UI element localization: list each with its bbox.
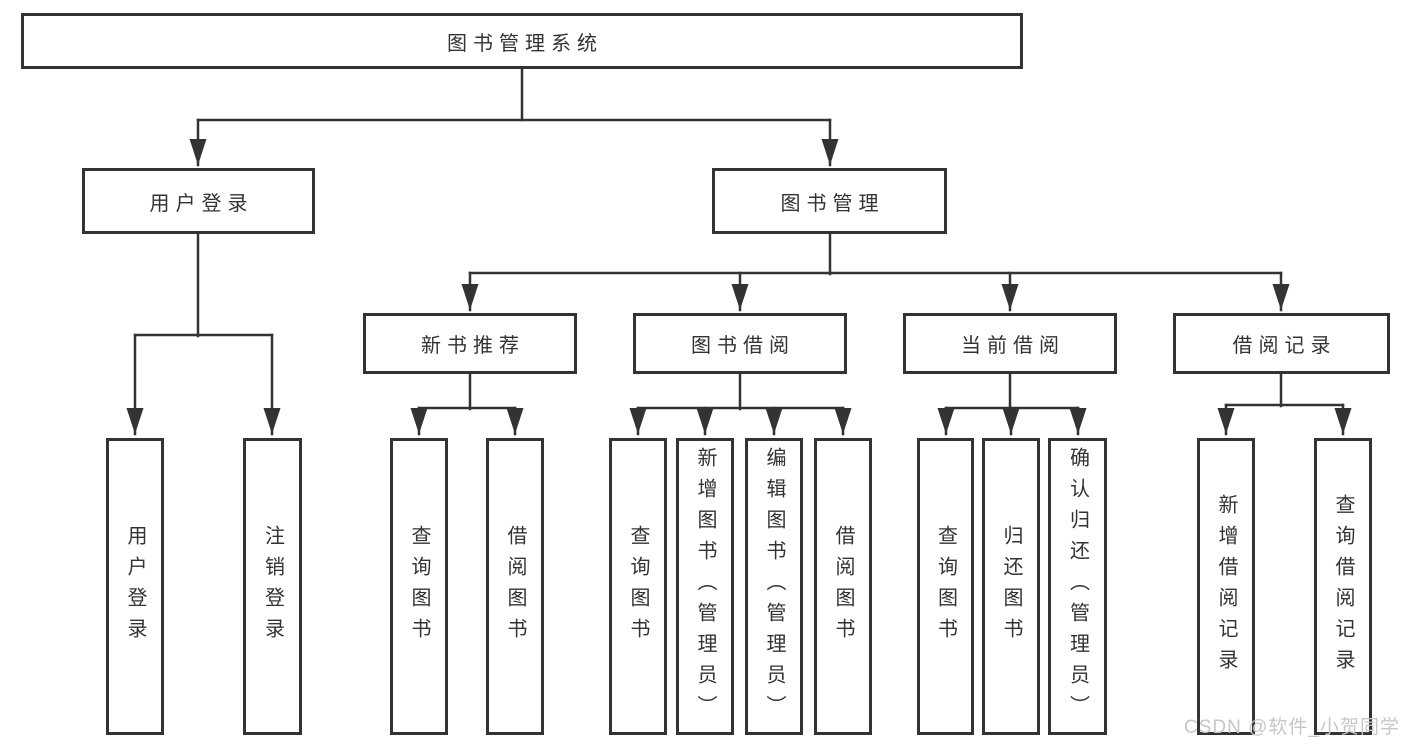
leaf-bb-edit-books-admin: 编辑图书（管理员） — [745, 438, 803, 735]
leaf-user-login: 用户登录 — [106, 438, 164, 735]
leaf-label: 借阅图书 — [504, 524, 526, 649]
leaf-logout: 注销登录 — [243, 438, 302, 735]
watermark: CSDN @软件_小贺同学 — [1184, 717, 1400, 738]
leaf-bb-add-books-admin: 新增图书（管理员） — [676, 438, 734, 735]
leaf-br-query-borrow-record: 查询借阅记录 — [1314, 438, 1372, 735]
leaf-label: 新增借阅记录 — [1215, 493, 1237, 680]
node-book-borrowing: 图书借阅 — [633, 313, 847, 374]
leaf-bb-query-books: 查询图书 — [609, 438, 667, 735]
leaf-label: 查询图书 — [408, 524, 430, 649]
leaf-nbr-query-books: 查询图书 — [390, 438, 448, 735]
leaf-br-add-borrow-record: 新增借阅记录 — [1197, 438, 1255, 735]
node-borrowing-records: 借阅记录 — [1173, 313, 1390, 374]
leaf-label: 归还图书 — [1000, 524, 1022, 649]
leaf-cb-query-books: 查询图书 — [917, 438, 974, 735]
leaf-label: 新增图书（管理员） — [694, 447, 716, 726]
leaf-label: 借阅图书 — [832, 524, 854, 649]
leaf-cb-confirm-return-admin: 确认归还（管理员） — [1048, 438, 1107, 735]
leaf-nbr-borrow-books: 借阅图书 — [486, 438, 544, 735]
leaf-bb-borrow-books: 借阅图书 — [814, 438, 872, 735]
node-book-management: 图书管理 — [712, 168, 947, 234]
leaf-cb-return-books: 归还图书 — [982, 438, 1040, 735]
leaf-label: 注销登录 — [261, 524, 284, 649]
leaf-label: 确认归还（管理员） — [1066, 447, 1089, 726]
leaf-label: 查询图书 — [934, 524, 957, 649]
leaf-label: 编辑图书（管理员） — [763, 447, 785, 726]
node-user-login: 用户登录 — [82, 168, 315, 234]
node-current-borrowing: 当前借阅 — [903, 313, 1117, 374]
leaf-label: 查询借阅记录 — [1332, 493, 1354, 680]
leaf-label: 查询图书 — [627, 524, 649, 649]
node-new-book-recommendation: 新书推荐 — [363, 313, 577, 374]
node-root-book-management-system: 图书管理系统 — [21, 13, 1023, 69]
leaf-label: 用户登录 — [124, 524, 146, 649]
